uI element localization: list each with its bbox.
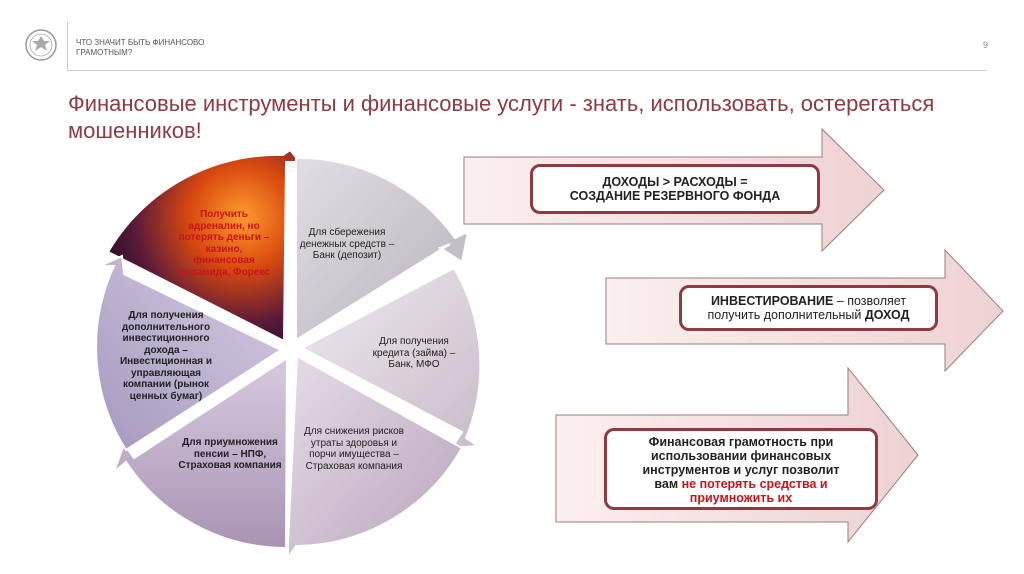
segment-savings [295, 156, 470, 342]
arrow-2-box: ИНВЕСТИРОВАНИЕ – позволяет получить допо… [679, 285, 938, 331]
segment-credit [299, 266, 482, 450]
arrow-1-line2: СОЗДАНИЕ РЕЗЕРВНОГО ФОНДА [569, 189, 781, 203]
segment-investment-label: Для получения дополнительного инвестицио… [119, 310, 213, 402]
arrow-3-red2: приумножить их [689, 491, 793, 505]
segment-credit-label: Для получения кредита (займа) – Банк, МФ… [372, 336, 456, 370]
segment-pension [111, 356, 289, 550]
segment-savings-label: Для сбережения денежных средств – Банк (… [299, 227, 395, 261]
arrow-2-rest1: – позволяет [833, 294, 907, 308]
arrow-3-line3: инструментов и услуг позволит [642, 463, 840, 477]
arrow-3-line2: использовании финансовых [650, 449, 832, 463]
segment-insurance-label: Для снижения рисков утраты здоровья и по… [304, 426, 404, 472]
arrow-1-line1: ДОХОДЫ > РАСХОДЫ = [602, 175, 748, 189]
arrow-3-line4: вам [654, 477, 682, 491]
arrow-3-box: Финансовая грамотность при использовании… [604, 428, 878, 510]
arrow-2-bold1: ИНВЕСТИРОВАНИЕ [710, 294, 834, 308]
segment-risky-label: Получить адреналин, но потерять деньги –… [178, 209, 270, 278]
segment-investment [95, 254, 284, 452]
section-title: ЧТО ЗНАЧИТ БЫТЬ ФИНАНСОВО ГРАМОТНЫМ? [76, 38, 205, 57]
arrow-2-bold2: ДОХОД [864, 308, 910, 322]
bank-emblem-icon [25, 29, 57, 61]
cycle-diagram [95, 148, 482, 562]
arrow-3-line1: Финансовая грамотность при [648, 435, 834, 449]
slide-title: Финансовые инструменты и финансовые услу… [68, 91, 935, 143]
arrow-3-red1: не потерять средства и [681, 477, 828, 491]
page-number: 9 [982, 40, 988, 50]
arrow-2-line2: получить дополнительный [707, 308, 865, 322]
header-divider [67, 22, 68, 70]
segment-pension-label: Для приумножения пенсии – НПФ, Страховая… [178, 437, 282, 471]
header-line [67, 70, 987, 71]
arrow-1-box: ДОХОДЫ > РАСХОДЫ = СОЗДАНИЕ РЕЗЕРВНОГО Ф… [530, 164, 820, 214]
segment-insurance [287, 354, 464, 562]
